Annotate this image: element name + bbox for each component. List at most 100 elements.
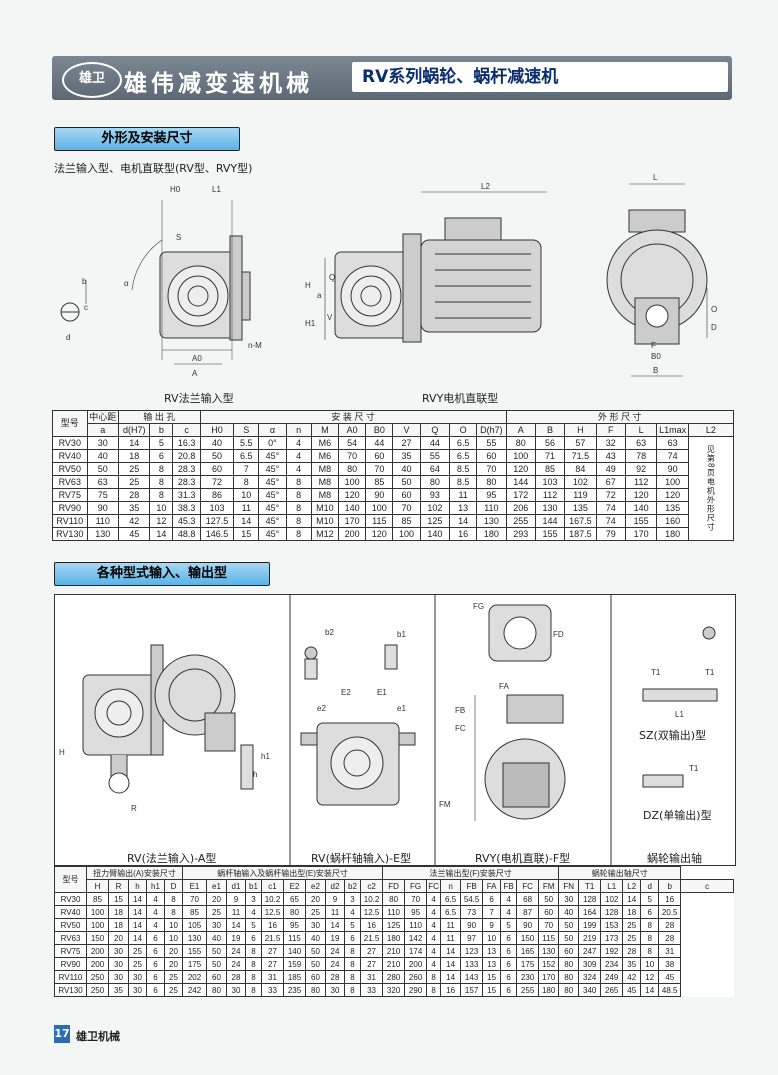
col-header: FG: [404, 879, 428, 893]
value-cell: 80: [558, 983, 580, 997]
value-cell: 206: [505, 501, 536, 515]
value-cell: 80: [558, 957, 580, 971]
value-cell: 8: [640, 918, 660, 932]
col-header: FN: [558, 879, 580, 893]
value-cell: 100: [337, 475, 367, 489]
value-cell: 60: [305, 970, 326, 984]
value-cell: 3: [344, 892, 361, 906]
value-cell: 170: [624, 527, 658, 541]
value-cell: 219: [578, 931, 602, 945]
col-header: FD: [382, 879, 406, 893]
value-cell: 60: [476, 449, 507, 463]
value-cell: 95: [476, 488, 507, 502]
svg-text:FB: FB: [455, 706, 465, 715]
svg-text:S: S: [176, 233, 181, 242]
value-cell: 25: [128, 944, 147, 958]
value-cell: 200: [404, 957, 428, 971]
value-cell: 8: [426, 983, 442, 997]
model-cell: RV110: [54, 970, 87, 984]
value-cell: 5: [344, 918, 361, 932]
value-cell: 120: [365, 527, 394, 541]
value-cell: 86: [199, 488, 235, 502]
value-cell: 80: [283, 905, 306, 919]
value-cell: 44: [365, 436, 394, 450]
value-cell: 130: [86, 527, 119, 541]
value-cell: 73: [460, 905, 484, 919]
col-header: n: [285, 423, 312, 437]
value-cell: 42: [117, 514, 151, 528]
company-logo: 雄卫: [62, 62, 122, 98]
value-cell: 10: [149, 501, 174, 515]
value-cell: 6: [500, 970, 518, 984]
col-header: B: [534, 423, 566, 437]
value-cell: 6: [482, 892, 502, 906]
col-header: Q: [419, 423, 451, 437]
value-cell: M8: [310, 475, 339, 489]
value-cell: 45°: [258, 514, 287, 528]
value-cell: 18: [622, 905, 642, 919]
value-cell: 280: [382, 970, 406, 984]
col-header: c: [680, 879, 734, 893]
value-cell: 152: [538, 957, 560, 971]
model-cell: RV40: [52, 449, 88, 463]
value-cell: 8.5: [448, 462, 478, 476]
value-cell: 72: [595, 488, 626, 502]
value-cell: 6.5: [448, 449, 478, 463]
model-cell: RV63: [54, 931, 87, 945]
value-cell: 5: [149, 436, 174, 450]
model-cell: RV40: [54, 905, 87, 919]
value-cell: 25: [622, 931, 642, 945]
value-cell: 153: [600, 918, 624, 932]
header2-worm-shaft: 蜗杆轴输入及蜗杆输出型(E)安装尺寸: [181, 866, 384, 880]
value-cell: 6: [344, 931, 361, 945]
value-cell: 45°: [258, 501, 287, 515]
value-cell: 27: [392, 436, 421, 450]
value-cell: 5: [245, 918, 262, 932]
value-cell: 130: [182, 931, 207, 945]
value-cell: 14: [128, 905, 147, 919]
svg-text:R: R: [131, 804, 137, 813]
value-cell: 242: [182, 983, 207, 997]
value-cell: 10.2: [359, 892, 384, 906]
value-cell: 14: [226, 918, 246, 932]
value-cell: 27: [359, 944, 384, 958]
value-cell: 25: [622, 918, 642, 932]
value-cell: 16: [448, 527, 478, 541]
value-cell: 9: [325, 892, 345, 906]
value-cell: 172: [505, 488, 536, 502]
value-cell: 25: [117, 462, 151, 476]
value-cell: 14: [149, 527, 174, 541]
value-cell: 63: [656, 436, 689, 450]
value-cell: 90: [516, 918, 540, 932]
col-header: FC: [426, 879, 442, 893]
section-heading-dimensions: 外形及安装尺寸: [54, 127, 240, 151]
value-cell: 14: [117, 436, 151, 450]
header2-flange-output: 法兰输出型(F)安装尺寸: [382, 866, 560, 880]
col-header: b: [149, 423, 174, 437]
col-header: L2: [687, 423, 735, 437]
col-header: O: [448, 423, 478, 437]
svg-text:a: a: [317, 291, 322, 300]
value-cell: 100: [86, 905, 109, 919]
value-cell: 130: [534, 501, 566, 515]
svg-text:L: L: [653, 173, 658, 182]
value-cell: 19: [325, 931, 345, 945]
value-cell: 4: [285, 449, 312, 463]
col-header: L1: [600, 879, 624, 893]
svg-text:H: H: [305, 281, 311, 290]
value-cell: 72: [199, 475, 235, 489]
value-cell: 130: [538, 944, 560, 958]
col-header: H0: [199, 423, 235, 437]
value-cell: 56: [534, 436, 566, 450]
value-cell: 9: [482, 918, 502, 932]
value-cell: 90: [656, 462, 689, 476]
value-cell: 146.5: [199, 527, 235, 541]
value-cell: 4: [500, 905, 518, 919]
value-cell: 31: [359, 970, 384, 984]
model-cell: RV90: [54, 957, 87, 971]
model-cell: RV30: [52, 436, 88, 450]
